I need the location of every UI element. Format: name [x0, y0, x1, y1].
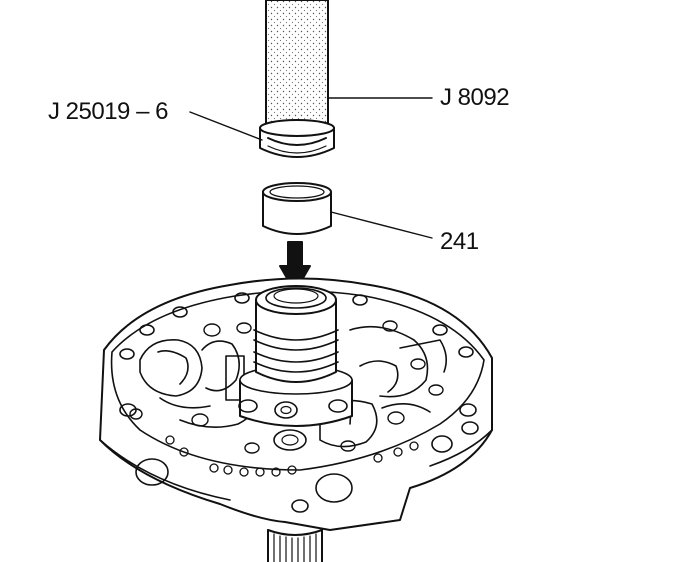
rim-bolt-holes: [119, 292, 479, 513]
passage-holes: [165, 435, 419, 477]
leader-lines: [189, 97, 433, 239]
bushing-part: [262, 182, 332, 235]
splined-shaft: [267, 529, 323, 562]
leader-tool-adapter: [189, 111, 263, 141]
leader-part: [330, 211, 433, 239]
tool-adapter-collar: [259, 119, 335, 158]
center-hub: [238, 285, 353, 451]
label-part-number: 241: [440, 228, 479, 255]
label-tool-handle: J 8092: [440, 84, 510, 111]
label-tool-adapter: J 25019 – 6: [48, 98, 168, 125]
tool-handle-shaft: [265, 0, 329, 129]
interior-holes: [129, 320, 444, 454]
